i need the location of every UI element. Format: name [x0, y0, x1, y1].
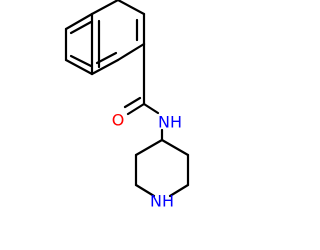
bond	[126, 102, 146, 116]
piperidine-ring	[134, 138, 190, 198]
bond	[116, 42, 146, 62]
bond-double-inner	[69, 20, 93, 35]
bond	[134, 183, 156, 198]
oxygen-atom: O	[112, 111, 125, 130]
bond-double-inner	[95, 51, 118, 65]
bond	[134, 138, 164, 157]
amide-group	[123, 42, 164, 142]
bond	[90, 0, 120, 16]
ring-nitrogen-atom: NH	[150, 192, 174, 211]
bond-double-inner	[69, 54, 93, 68]
ring-nitrogen-label: NH	[150, 192, 174, 211]
bond	[64, 58, 94, 76]
structure-diagram: O NH NH	[64, 0, 190, 211]
naphthalene-ring-system	[64, 0, 146, 76]
amide-nitrogen-atom: NH	[158, 113, 182, 132]
bond	[116, 0, 146, 16]
bond	[90, 58, 120, 76]
bond	[160, 138, 190, 157]
bond	[123, 96, 142, 109]
bond	[142, 102, 160, 115]
bond	[64, 12, 94, 31]
bond	[168, 183, 190, 198]
oxygen-label: O	[112, 111, 125, 130]
amide-nitrogen-label: NH	[158, 113, 182, 132]
